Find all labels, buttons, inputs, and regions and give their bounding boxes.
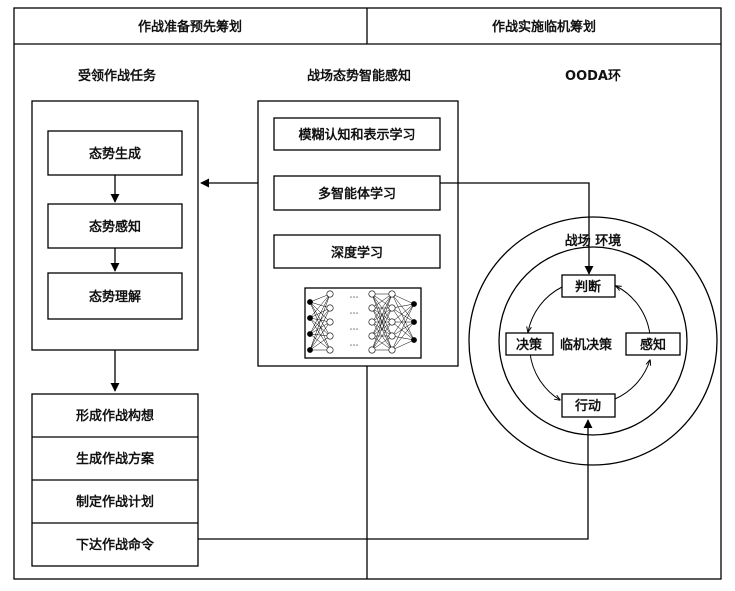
svg-text:态势理解: 态势理解	[89, 289, 141, 305]
svg-text:⋯: ⋯	[350, 309, 359, 319]
loop-arrow-judge-decide	[528, 286, 563, 332]
svg-text:⋯: ⋯	[350, 293, 359, 303]
svg-text:⋯: ⋯	[350, 341, 359, 351]
nn-node	[388, 346, 396, 354]
nn-node	[368, 318, 376, 326]
svg-text:态势生成: 态势生成	[89, 146, 141, 162]
nn-node	[368, 332, 376, 340]
nn-node	[411, 319, 417, 325]
node-perceive: 感知	[625, 332, 681, 356]
node-decide: 决策	[505, 332, 554, 356]
nn-node	[307, 315, 313, 321]
section-task-title: 受领作战任务	[78, 68, 157, 84]
nn-node	[326, 318, 334, 326]
node-act: 行动	[561, 393, 616, 418]
environment-label: 战场 环境	[565, 233, 622, 249]
node-judge: 判断	[561, 274, 616, 298]
nn-node	[326, 290, 334, 298]
svg-text:判断: 判断	[575, 279, 601, 295]
neural-network-icon: ⋯ ⋯ ⋯ ⋯	[304, 287, 422, 359]
nn-node	[368, 346, 376, 354]
planning-step-3: 制定作战计划	[76, 494, 154, 510]
section-perception-title: 战场态势智能感知	[307, 68, 411, 84]
nn-node	[307, 331, 313, 337]
situation-step-2: 态势感知	[47, 203, 183, 249]
nn-node	[307, 299, 313, 305]
nn-node	[368, 290, 376, 298]
svg-text:模糊认知和表示学习: 模糊认知和表示学习	[298, 127, 415, 143]
svg-text:感知: 感知	[640, 337, 666, 353]
situation-step-3: 态势理解	[47, 272, 183, 320]
arrow-command-to-act	[198, 419, 593, 540]
section-ooda-title: OODA环	[565, 69, 621, 84]
environment-ring-inner	[498, 246, 688, 436]
nn-node	[388, 318, 396, 326]
situation-step-1: 态势生成	[47, 130, 183, 176]
arrow-multiagent-to-judge	[440, 182, 594, 275]
loop-center-label: 临机决策	[560, 337, 613, 353]
loop-arrow-act-perceive	[614, 360, 650, 400]
loop-arrow-perceive-judge	[616, 286, 651, 336]
svg-text:行动: 行动	[574, 398, 601, 414]
nn-node	[411, 301, 417, 307]
header-right-title: 作战实施临机筹划	[492, 19, 596, 35]
nn-node	[388, 304, 396, 312]
environment-ring-outer	[468, 216, 718, 466]
svg-text:决策: 决策	[516, 337, 543, 353]
loop-arrow-decide-act	[529, 352, 560, 400]
method-1: 模糊认知和表示学习	[273, 117, 441, 151]
nn-node	[326, 304, 334, 312]
nn-node	[368, 304, 376, 312]
nn-node	[326, 346, 334, 354]
planning-step-4: 下达作战命令	[76, 537, 155, 553]
planning-step-1: 形成作战构想	[76, 408, 154, 424]
nn-node	[388, 290, 396, 298]
header-left-title: 作战准备预先筹划	[138, 19, 242, 35]
svg-text:多智能体学习: 多智能体学习	[318, 186, 396, 202]
nn-node	[388, 332, 396, 340]
svg-text:深度学习: 深度学习	[331, 245, 383, 261]
svg-text:⋯: ⋯	[350, 325, 359, 335]
method-2: 多智能体学习	[273, 175, 441, 211]
svg-text:态势感知: 态势感知	[89, 219, 141, 235]
nn-node	[307, 347, 313, 353]
nn-node	[326, 332, 334, 340]
nn-node	[411, 337, 417, 343]
planning-stack	[31, 393, 199, 567]
method-3: 深度学习	[273, 234, 441, 269]
planning-step-2: 生成作战方案	[76, 451, 155, 467]
